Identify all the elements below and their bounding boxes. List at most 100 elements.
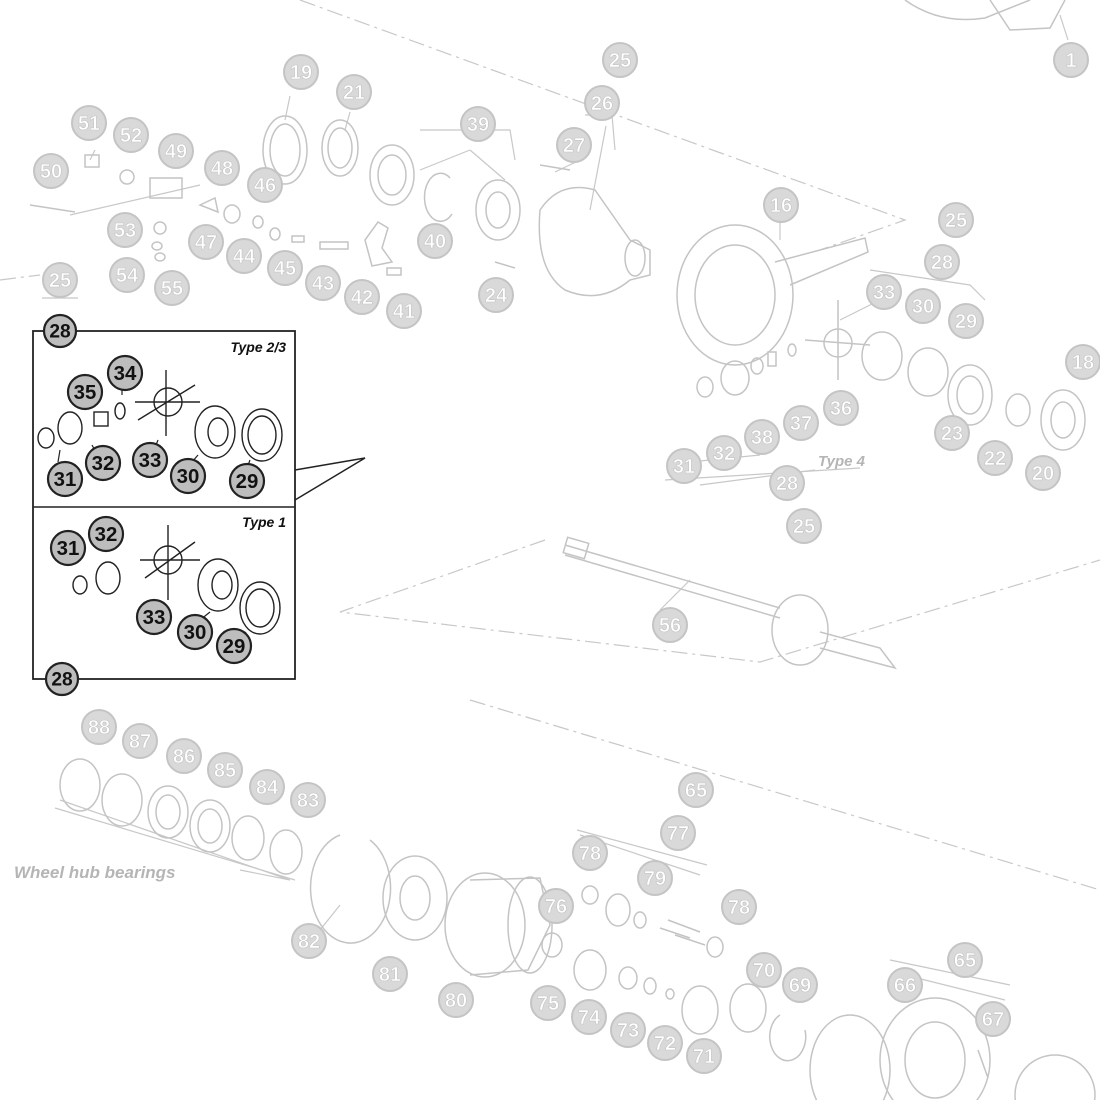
callout-number: 32 [713, 443, 735, 465]
callout-77: 77 [660, 815, 696, 851]
callout-circle [1053, 42, 1089, 78]
callout-circle [637, 860, 673, 896]
callout-67: 67 [975, 1001, 1011, 1037]
callout-40: 40 [417, 223, 453, 259]
callout-circle [975, 1001, 1011, 1037]
callout-number: 86 [173, 746, 195, 768]
callout-number: 41 [393, 301, 415, 323]
callout-circle [647, 1025, 683, 1061]
callout-number: 65 [685, 780, 707, 802]
washer-79 [633, 911, 647, 929]
callout-circle [905, 288, 941, 324]
callout-circle [169, 457, 207, 495]
washer-38 [750, 357, 764, 375]
callout-30: 30 [905, 288, 941, 324]
sensor-51 [84, 154, 100, 168]
callout-number: 28 [931, 252, 953, 274]
bracket-49 [149, 177, 183, 199]
bearing-85 [189, 799, 231, 853]
axis-line-lower [469, 699, 1100, 891]
inset-t23-callout-33: 33 [131, 441, 169, 479]
callout-circle [538, 888, 574, 924]
callout-number: 20 [1032, 463, 1054, 485]
callout-circle [571, 999, 607, 1035]
inset-t1-callout-30: 30 [176, 613, 214, 651]
crown-wheel-16 [676, 224, 794, 366]
callout-number: 55 [161, 278, 183, 300]
bolt-50 [29, 204, 76, 213]
bracket-65-bottom [889, 959, 1011, 986]
callout-circle [226, 238, 262, 274]
washer-31-type4 [696, 376, 714, 398]
callout-circle [84, 444, 122, 482]
callout-number: 35 [74, 382, 97, 404]
callout-41: 41 [386, 293, 422, 329]
callout-number: 87 [129, 731, 151, 753]
callout-number: 56 [659, 615, 681, 637]
inset-top-callout-28: 28 [42, 313, 78, 349]
callout-number: 78 [579, 843, 601, 865]
callout-circle [131, 441, 169, 479]
callout-circle [305, 265, 341, 301]
callout-number: 32 [95, 524, 118, 546]
callout-number: 74 [578, 1007, 601, 1029]
bracket-65-top [576, 829, 708, 866]
inset-t23-callout-35: 35 [66, 373, 104, 411]
callout-54: 54 [109, 257, 145, 293]
nut-52 [119, 169, 135, 185]
pin-37 [767, 351, 777, 367]
callout-circle [122, 723, 158, 759]
callout-1: 1 [1053, 42, 1089, 78]
callout-circle [344, 279, 380, 315]
callout-29: 29 [948, 303, 984, 339]
callout-18: 18 [1065, 344, 1100, 380]
callout-number: 85 [214, 760, 236, 782]
caption-wheel-hub-bearings: Wheel hub bearings [14, 863, 176, 882]
bearing-86 [147, 785, 189, 839]
callout-73: 73 [610, 1012, 646, 1048]
callout-39: 39 [460, 106, 496, 142]
callout-88: 88 [81, 709, 117, 745]
callout-number: 24 [485, 285, 508, 307]
side-gear-30-type4 [861, 331, 903, 381]
callout-circle [763, 187, 799, 223]
bushing-47 [223, 204, 241, 224]
callout-25: 25 [938, 202, 974, 238]
bearing-20 [1040, 389, 1086, 451]
callout-22: 22 [977, 440, 1013, 476]
callout-65: 65 [678, 772, 714, 808]
inset-t1-callout-32: 32 [87, 515, 125, 553]
washer-78b [706, 936, 724, 958]
callout-circle [610, 1012, 646, 1048]
callout-number: 28 [49, 321, 71, 342]
callout-number: 79 [644, 868, 666, 890]
callout-66: 66 [887, 967, 923, 1003]
inset-t1-callout-31: 31 [49, 529, 87, 567]
callout-number: 40 [424, 231, 446, 253]
callout-circle [652, 607, 688, 643]
callout-number: 70 [753, 960, 775, 982]
callout-69: 69 [782, 967, 818, 1003]
ring-73 [643, 977, 657, 995]
differential-case-26 [538, 186, 651, 297]
callout-circle [188, 224, 224, 260]
pinion-32-t23 [57, 411, 83, 445]
callout-52: 52 [113, 117, 149, 153]
lock-ring-39 [369, 144, 415, 206]
callout-25: 25 [42, 262, 78, 298]
bolt-24 [494, 261, 516, 269]
callout-circle [602, 42, 638, 78]
side-gear-30-t1 [197, 558, 239, 612]
callout-number: 21 [343, 82, 365, 104]
callout-55: 55 [154, 270, 190, 306]
callout-circle [938, 202, 974, 238]
callout-circle [686, 1038, 722, 1074]
callout-circle [33, 153, 69, 189]
callout-number: 39 [467, 114, 489, 136]
side-gear-30-t23 [194, 405, 236, 459]
inset-t1-callout-33: 33 [135, 598, 173, 636]
callout-number: 73 [617, 1020, 639, 1042]
callout-65: 65 [947, 942, 983, 978]
callout-number: 28 [51, 669, 73, 690]
callout-circle [158, 133, 194, 169]
